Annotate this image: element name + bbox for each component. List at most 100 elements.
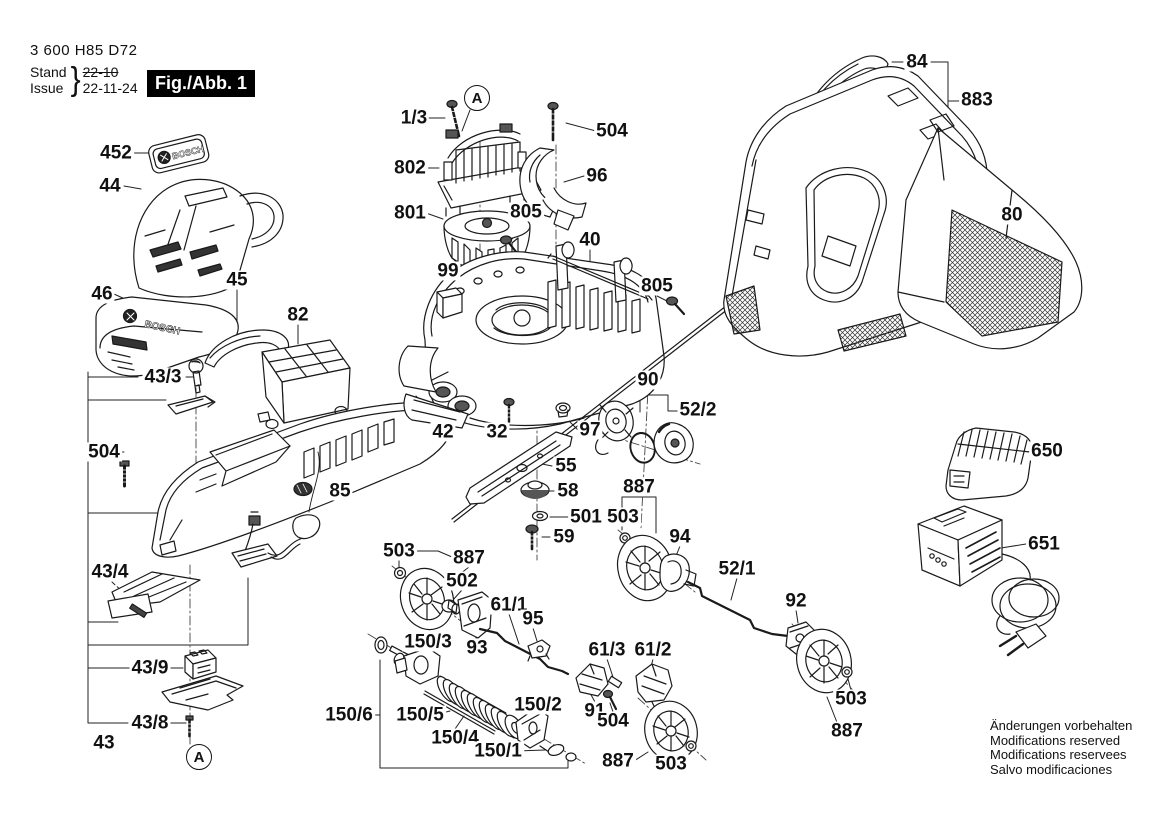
- part-99-box: [436, 287, 463, 319]
- part-wire-harness: [231, 511, 321, 568]
- part-label-651: 651: [1026, 533, 1062, 555]
- part-43-4-ramp: [107, 571, 201, 619]
- part-label-94: 94: [667, 526, 693, 548]
- issue-label: Issue: [30, 80, 64, 96]
- part-805-screw-b: [665, 296, 686, 316]
- part-label-52-2: 52/2: [677, 399, 719, 421]
- part-61-1-rod: [478, 627, 570, 676]
- part-label-1-3: 1/3: [398, 107, 430, 129]
- part-label-501: 501: [568, 506, 604, 528]
- part-52-2-cable-assembly: [595, 400, 694, 464]
- part-94-cam: [659, 553, 697, 592]
- document-number: 3 600 H85 D72: [30, 42, 138, 59]
- part-43-lever: [167, 395, 216, 415]
- part-650-battery: [945, 427, 1033, 501]
- part-93-bracket: [457, 591, 493, 639]
- part-503-nut-d: [841, 666, 853, 678]
- part-887-wheel-b: [644, 700, 698, 762]
- part-651-charger: [917, 505, 1060, 657]
- part-label-42: 42: [430, 421, 456, 443]
- part-deck-housing: [398, 241, 665, 430]
- part-85-button: [293, 451, 320, 513]
- part-label-55: 55: [553, 455, 579, 477]
- part-label-504-a: 504: [86, 441, 122, 463]
- part-label-150-2: 150/2: [512, 694, 564, 716]
- part-452-badge: BOSCH: [148, 134, 210, 174]
- part-46-cover: BOSCH: [95, 296, 239, 377]
- part-43-8-bracket: [161, 675, 244, 738]
- part-150-3-pivot: [394, 647, 441, 685]
- part-label-504-c: 504: [595, 710, 631, 732]
- part-43-3-key: [188, 358, 204, 394]
- part-label-80: 80: [999, 204, 1025, 226]
- part-95-clip: [527, 639, 551, 662]
- part-label-43-8: 43/8: [129, 712, 171, 734]
- part-label-43: 43: [91, 732, 117, 754]
- part-label-61-3: 61/3: [586, 639, 628, 661]
- part-label-82: 82: [285, 304, 311, 326]
- part-label-150-4: 150/4: [429, 727, 481, 749]
- part-label-150-6: 150/6: [323, 704, 375, 726]
- part-label-805-b: 805: [639, 275, 675, 297]
- part-91-clamp: [575, 663, 609, 697]
- part-150-5-rod: [423, 690, 496, 735]
- part-label-44: 44: [97, 175, 123, 197]
- part-label-45: 45: [224, 269, 250, 291]
- part-label-58: 58: [555, 480, 581, 502]
- part-label-97: 97: [577, 419, 603, 441]
- part-43-9-connector: [184, 649, 217, 680]
- reference-marker-2: A: [186, 744, 212, 770]
- part-802-module: [437, 123, 542, 217]
- part-label-150-5: 150/5: [394, 704, 446, 726]
- footer-note-4: Salvo modificaciones: [990, 761, 1113, 777]
- part-label-801: 801: [392, 202, 428, 224]
- reference-marker-1: A: [464, 85, 490, 111]
- part-label-32: 32: [484, 421, 510, 443]
- part-label-84: 84: [904, 51, 930, 73]
- part-label-503-d: 503: [833, 688, 869, 710]
- part-59-screw: [525, 524, 539, 551]
- part-40-rod: [547, 253, 653, 301]
- issue-value: 22-11-24: [82, 80, 138, 96]
- part-150-4-roller: [436, 675, 524, 740]
- part-label-46: 46: [89, 283, 115, 305]
- part-503-nut-a: [393, 566, 407, 580]
- part-label-40: 40: [577, 229, 603, 251]
- part-label-802: 802: [392, 157, 428, 179]
- part-label-503-c: 503: [605, 506, 641, 528]
- part-80-grassbox-lower: [897, 113, 1083, 350]
- part-label-99: 99: [435, 260, 461, 282]
- part-label-96: 96: [584, 165, 610, 187]
- footer-note-2: Modifications reserved: [990, 732, 1121, 748]
- part-label-92: 92: [783, 590, 809, 612]
- footer-note-3: Modifications reservees: [990, 747, 1127, 762]
- part-504-screw-top: [547, 101, 559, 142]
- part-502-hubcap: [441, 599, 461, 615]
- part-52-1-axle: [686, 580, 790, 638]
- part-label-887-b: 887: [600, 750, 636, 772]
- stand-label: Stand: [30, 64, 67, 80]
- part-label-150-3: 150/3: [402, 631, 454, 653]
- part-label-504-b: 504: [594, 120, 630, 142]
- footer-notes: Änderungen vorbehalten Modifications res…: [990, 718, 1133, 777]
- part-97-bushing: [555, 402, 571, 418]
- footer-note-1: Änderungen vorbehalten: [990, 718, 1133, 733]
- part-96-clamp: [519, 147, 587, 231]
- part-label-95: 95: [520, 608, 546, 630]
- part-82-box: [257, 339, 351, 430]
- part-label-503-b: 503: [653, 753, 689, 775]
- part-58-hub: [520, 480, 550, 499]
- brace-glyph: }: [70, 61, 81, 98]
- part-887-wheel-a: [399, 567, 455, 631]
- part-501-washer: [531, 510, 549, 522]
- part-504-screw-c: [602, 689, 618, 711]
- part-label-85: 85: [327, 480, 353, 502]
- figure-label: Fig./Abb. 1: [147, 70, 255, 97]
- part-label-90: 90: [635, 369, 661, 391]
- stand-value: 22-10: [82, 64, 119, 80]
- part-887-wheel-d: [796, 628, 852, 694]
- part-label-503-a: 503: [381, 540, 417, 562]
- part-label-52-1: 52/1: [716, 558, 758, 580]
- part-61-3-pin: [607, 675, 623, 689]
